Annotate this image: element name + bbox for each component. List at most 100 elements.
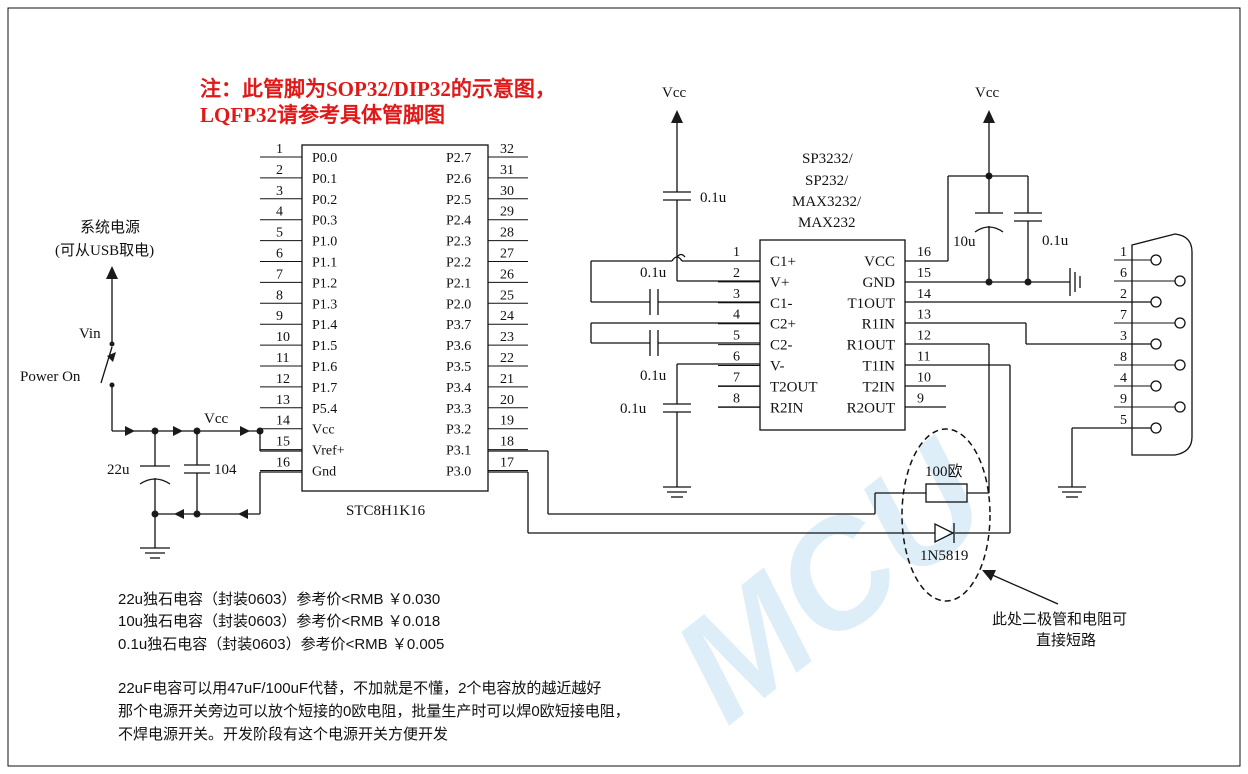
mcu-pin-number: 28 [500, 226, 514, 241]
mcu-pin-number: 8 [276, 288, 283, 303]
transceiver-pin-label: T2OUT [770, 379, 818, 395]
transceiver-pin-label: T1OUT [848, 296, 896, 312]
mcu-pin-label: P2.3 [446, 235, 471, 250]
cap-22u-label: 22u [107, 462, 130, 478]
mcu-pin-number: 21 [500, 372, 514, 387]
tip-line-2: 那个电源开关旁边可以放个短接的0欧电阻，批量生产时可以焊0欧短接电阻， [118, 703, 630, 720]
mcu-pin-label: P0.1 [312, 172, 337, 187]
mcu-pin-label: P2.7 [446, 151, 471, 166]
mcu-pin-label: P1.4 [312, 318, 337, 333]
mcu-pin-number: 24 [500, 309, 514, 324]
transceiver-name-1: SP3232/ [802, 151, 854, 167]
cap-01u-vplus-label: 0.1u [640, 265, 667, 281]
mcu-pin-number: 6 [276, 247, 283, 262]
shortable-area-outline [901, 428, 991, 602]
power-arrow-icon [106, 266, 118, 279]
mcu-pin-label: P1.3 [312, 297, 337, 312]
notes: 22u独石电容（封装0603）参考价<RMB ￥0.030 10u独石电容（封装… [118, 591, 630, 743]
mcu-chip: 1P0.02P0.13P0.24P0.35P1.06P1.17P1.28P1.3… [260, 142, 528, 519]
transceiver-pin-number: 1 [733, 245, 740, 260]
mcu-pin-label: P2.1 [446, 276, 471, 291]
transceiver-pin-number: 11 [917, 350, 930, 365]
vin-label: Vin [79, 326, 101, 342]
mcu-pin-number: 32 [500, 142, 514, 157]
mcu-pin-number: 25 [500, 288, 514, 303]
db9-pin-icon [1150, 254, 1162, 266]
transceiver-pin-label: C1- [770, 296, 793, 312]
mcu-pin-number: 30 [500, 184, 514, 199]
transceiver-pin-label: C2- [770, 338, 793, 354]
power-input: 系统电源 (可从USB取电) Vin Power On Vcc 22u 104 [20, 219, 302, 559]
transceiver-pin-number: 5 [733, 329, 740, 344]
mcu-pin-label: P3.5 [446, 360, 471, 375]
mcu-pin-number: 12 [276, 372, 290, 387]
diode-icon [934, 522, 955, 544]
title-line-2: LQFP32请参考具体管脚图 [200, 103, 445, 127]
annotation-arrow-icon [982, 570, 996, 581]
watermark: MCU [643, 408, 1019, 753]
db9-pin-number: 1 [1120, 245, 1127, 260]
db9-pin-number: 5 [1120, 413, 1127, 428]
transceiver-name-3: MAX3232/ [792, 194, 862, 210]
mcu-pin-label: Gnd [312, 465, 336, 480]
power-source-label-2: (可从USB取电) [55, 242, 154, 259]
mcu-pin-label: P0.0 [312, 151, 337, 166]
cap-104-label: 104 [214, 462, 237, 478]
vcc-net-label: Vcc [204, 411, 228, 427]
note-line-1: 此处二极管和电阻可 [992, 611, 1127, 628]
mcu-pin-label: P2.5 [446, 193, 471, 208]
db9-pin-icon [1174, 401, 1186, 413]
mcu-pin-label: Vref+ [312, 444, 345, 459]
tip-line-3: 不焊电源开关。开发阶段有这个电源开关方便开发 [118, 726, 448, 743]
transceiver-pin-label: R2IN [770, 400, 804, 416]
transceiver-pin-number: 15 [917, 266, 931, 281]
mcu-pin-label: P2.2 [446, 256, 471, 271]
price-line-3: 0.1u独石电容（封装0603）参考价<RMB ￥0.005 [118, 636, 444, 653]
db9-pin-number: 7 [1120, 308, 1127, 323]
transceiver-pin-label: R1IN [862, 317, 896, 333]
power-switch-icon [100, 346, 113, 384]
cap-01u-vcc-label: 0.1u [700, 190, 727, 206]
transceiver-pin-number: 4 [733, 308, 740, 323]
mcu-pin-label: P0.3 [312, 214, 337, 229]
mcu-pin-label: P3.6 [446, 339, 471, 354]
transceiver-name-4: MAX232 [798, 215, 856, 231]
mcu-pin-label: P0.2 [312, 193, 337, 208]
mcu-pin-number: 17 [500, 456, 514, 471]
mcu-pin-number: 4 [276, 205, 283, 220]
mcu-body [301, 144, 489, 492]
transceiver-pin-label: T1IN [863, 359, 896, 375]
transceiver-pin-number: 13 [917, 308, 931, 323]
cap-01u-right-label: 0.1u [1042, 233, 1069, 249]
cap-01u-c2-label: 0.1u [640, 368, 667, 384]
transceiver-pin-label: V+ [770, 275, 789, 291]
vcc-arrow-icon [671, 110, 683, 123]
cap-10u-label: 10u [953, 234, 976, 250]
db9-pin-number: 6 [1120, 266, 1127, 281]
mcu-pin-number: 31 [500, 163, 514, 178]
mcu-pin-number: 14 [276, 414, 290, 429]
mcu-pin-label: P1.2 [312, 276, 337, 291]
mcu-pin-label: P1.5 [312, 339, 337, 354]
db9-pin-icon [1150, 380, 1162, 392]
mcu-pin-number: 16 [276, 456, 290, 471]
mcu-pin-label: P1.1 [312, 256, 337, 271]
vcc-label-center: Vcc [662, 85, 686, 101]
mcu-pin-number: 2 [276, 163, 283, 178]
mcu-pin-number: 29 [500, 205, 514, 220]
mcu-pin-number: 20 [500, 393, 514, 408]
vcc-arrow-right-icon [983, 110, 995, 123]
db9-pin-number: 9 [1120, 392, 1127, 407]
db9-pin-number: 4 [1120, 371, 1127, 386]
mcu-pin-label: P3.2 [446, 423, 471, 438]
mcu-pin-number: 10 [276, 330, 290, 345]
transceiver-pin-number: 10 [917, 370, 931, 385]
transceiver-pin-number: 6 [733, 350, 740, 365]
transceiver-pin-number: 16 [917, 245, 931, 260]
charge-pump-circuit: Vcc 0.1u 0.1u 0.1u 0.1u [590, 85, 1152, 534]
transceiver-pin-number: 14 [917, 287, 931, 302]
cap-01u-vminus-label: 0.1u [620, 401, 647, 417]
